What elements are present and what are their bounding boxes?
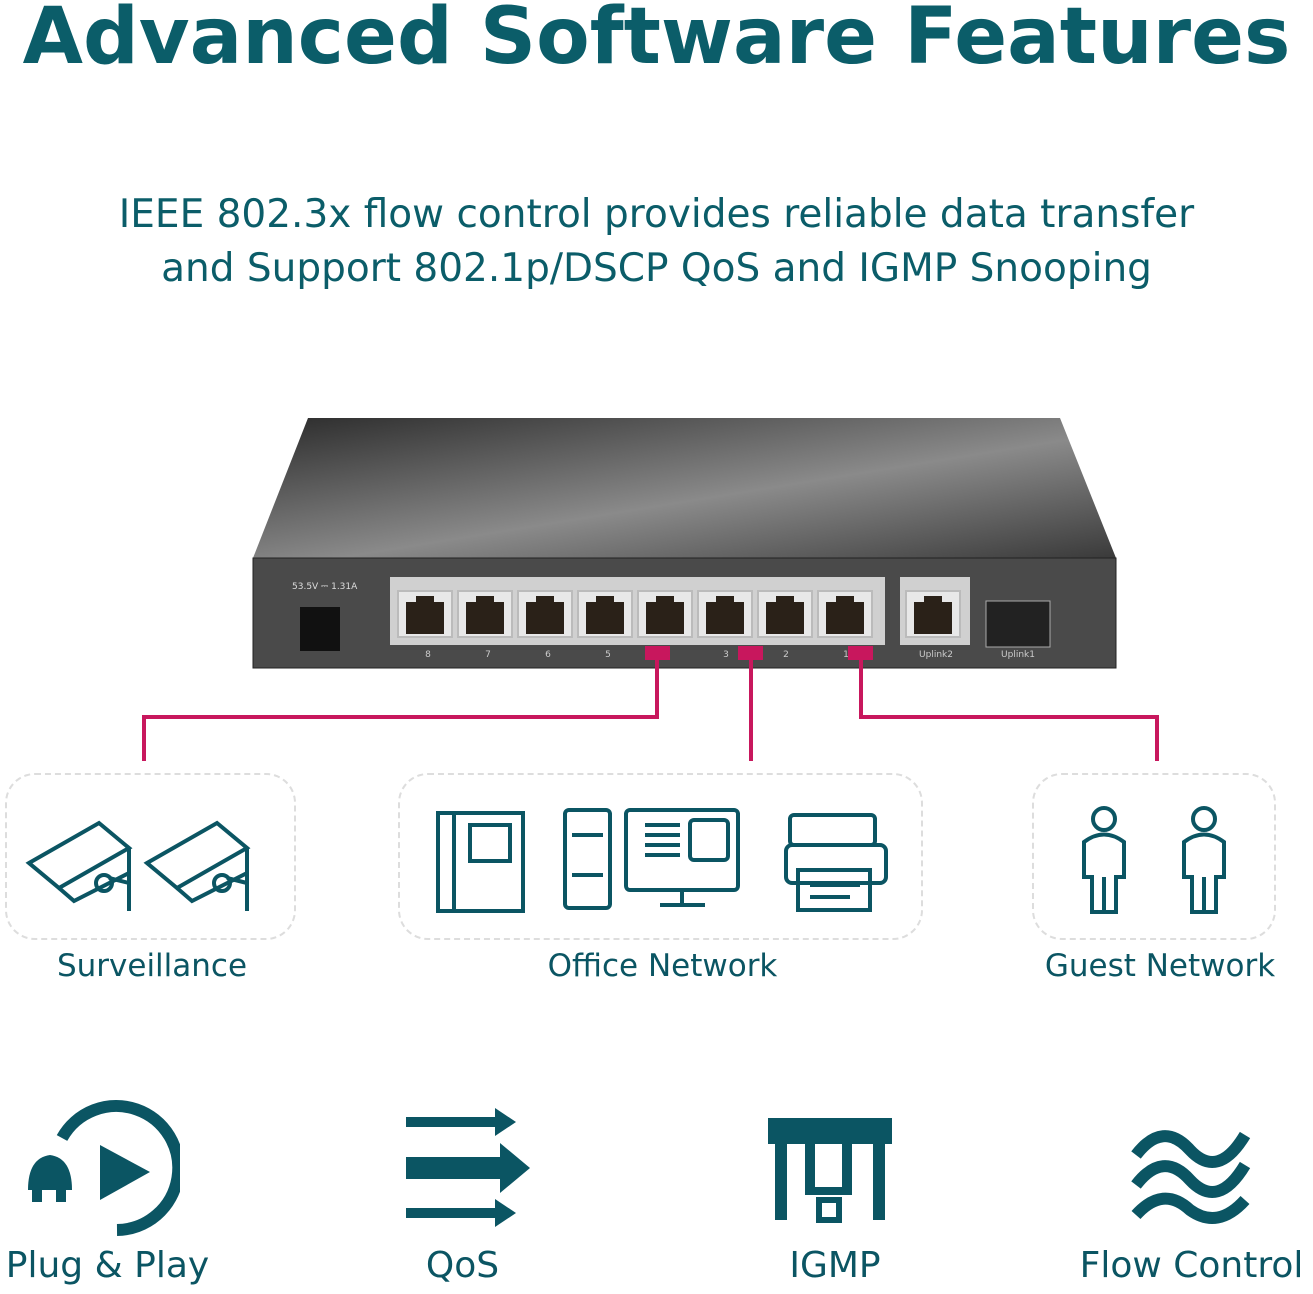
port-label: 1 xyxy=(843,650,849,660)
port-8 xyxy=(397,590,453,638)
guest-network-group xyxy=(1032,773,1276,940)
port-6 xyxy=(517,590,573,638)
qos-label: QoS xyxy=(425,1245,500,1286)
surveillance-label: Surveillance xyxy=(56,948,248,984)
page-title: Advanced Software Features xyxy=(22,0,1291,82)
port-label: 7 xyxy=(485,650,491,660)
port-label: 3 xyxy=(723,650,729,660)
port-label: 2 xyxy=(783,650,789,660)
guest-network-label: Guest Network xyxy=(1044,948,1276,984)
port-label: 5 xyxy=(605,650,611,660)
port-2 xyxy=(757,590,813,638)
office-network-label: Office Network xyxy=(547,948,778,984)
igmp-icon xyxy=(768,1118,892,1223)
plug-play-icon xyxy=(28,1100,180,1236)
uplink2-label: Uplink2 xyxy=(919,650,953,660)
igmp-label: IGMP xyxy=(789,1245,881,1286)
subtitle: IEEE 802.3x flow control provides reliab… xyxy=(0,188,1313,296)
port-4 xyxy=(637,590,693,638)
flow-control-icon xyxy=(1131,1130,1251,1224)
port-label: 6 xyxy=(545,650,551,660)
port-1 xyxy=(817,590,873,638)
qos-arrows-icon xyxy=(406,1108,530,1227)
port-5 xyxy=(577,590,633,638)
subtitle-line-1: IEEE 802.3x flow control provides reliab… xyxy=(118,192,1195,237)
surveillance-group xyxy=(5,773,296,940)
port-7 xyxy=(457,590,513,638)
camera-icon xyxy=(25,820,251,911)
subtitle-line-2: and Support 802.1p/DSCP QoS and IGMP Sno… xyxy=(161,246,1152,291)
uplink1-label: Uplink1 xyxy=(1001,650,1035,660)
port-uplink2 xyxy=(905,590,961,638)
port-label: 8 xyxy=(425,650,431,660)
port-3 xyxy=(697,590,753,638)
office-devices-icon xyxy=(436,808,888,913)
flow-control-label: Flow Control xyxy=(1079,1245,1304,1286)
person-icon xyxy=(1082,806,1226,914)
office-network-group xyxy=(398,773,923,940)
power-rating: 53.5V ⎓ 1.31A xyxy=(292,582,358,592)
plug-play-label: Plug & Play xyxy=(5,1245,210,1286)
